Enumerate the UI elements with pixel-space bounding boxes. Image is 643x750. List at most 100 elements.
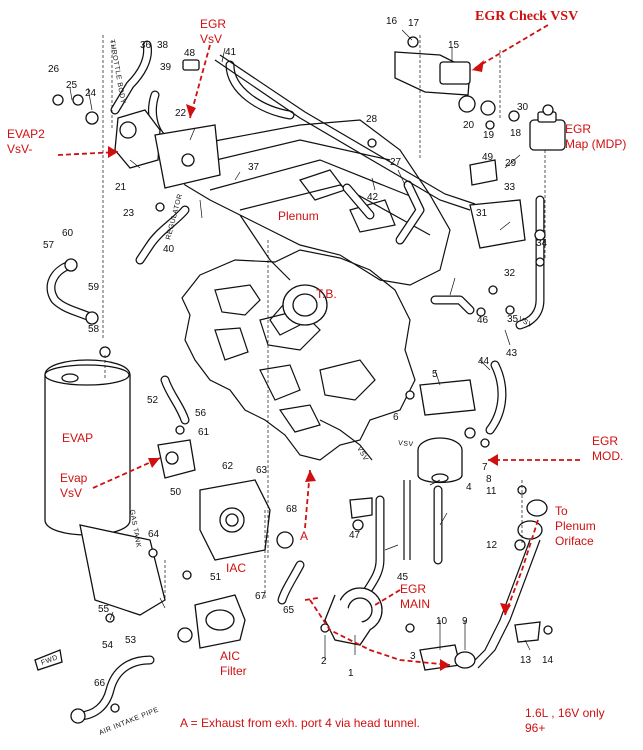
arrow-to-plenum <box>504 519 539 616</box>
egr-check-vsv-callout: EGR Check VSV <box>475 9 578 24</box>
part-number-55: 55 <box>98 604 110 615</box>
part-number-5: 5 <box>432 369 438 380</box>
arrowhead-egr-check <box>472 60 484 72</box>
arrowhead-evap-vsv <box>148 458 160 468</box>
part-number-66: 66 <box>94 678 106 689</box>
part-number-20: 20 <box>463 120 475 131</box>
arrowhead-plenum <box>500 603 511 615</box>
egr-main-callout: EGR MAIN <box>400 582 430 611</box>
part-number-16: 16 <box>386 16 398 27</box>
egr-vsv-callout: EGR VsV <box>200 17 229 46</box>
throttle-body-label: THROTTLE BODY <box>108 39 126 104</box>
engine-block <box>181 249 416 461</box>
part-number-12: 12 <box>486 540 498 551</box>
part-number-53: 53 <box>125 635 137 646</box>
part-number-43: 43 <box>506 348 518 359</box>
part-number-1: 1 <box>348 668 354 679</box>
part-number-68: 68 <box>286 504 298 515</box>
part-number-63: 63 <box>256 465 268 476</box>
leader-lines <box>69 29 546 660</box>
arrow-egr-vsv <box>189 44 211 119</box>
part-number-38: 38 <box>157 40 169 51</box>
part-number-19: 19 <box>483 130 495 141</box>
arrow-exhaust-route <box>309 599 451 666</box>
part-number-45: 45 <box>397 572 409 583</box>
throttle-body-tb <box>269 284 328 336</box>
evap-callout: EVAP <box>62 431 93 445</box>
part-number-48: 48 <box>184 48 196 59</box>
a-marker-callout: A <box>300 529 308 543</box>
footnote-callout: A = Exhaust from exh. port 4 via head tu… <box>180 716 420 730</box>
parts <box>44 36 566 724</box>
arrowhead-exhaust <box>440 659 450 671</box>
part-number-30: 30 <box>517 102 529 113</box>
part-number-65: 65 <box>283 605 295 616</box>
part-number-4: 4 <box>466 482 472 493</box>
part-number-62: 62 <box>222 461 234 472</box>
part-number-28: 28 <box>366 114 378 125</box>
part-number-37: 37 <box>248 162 260 173</box>
part-number-7: 7 <box>482 462 488 473</box>
part-number-11: 11 <box>486 486 497 497</box>
part-number-51: 51 <box>210 572 222 583</box>
part-number-60: 60 <box>62 228 74 239</box>
part-number-15: 15 <box>448 40 460 51</box>
part-number-22: 22 <box>175 108 187 119</box>
part-number-50: 50 <box>170 487 182 498</box>
part-number-46: 46 <box>477 315 489 326</box>
part-number-2: 2 <box>321 656 327 667</box>
egr-map-callout: EGR Map (MDP) <box>565 122 626 151</box>
part-number-67: 67 <box>255 591 267 602</box>
part-number-21: 21 <box>115 182 127 193</box>
aic-filter-callout: AIC Filter <box>220 649 247 678</box>
arrow-a-exhaust <box>304 597 319 601</box>
evap-vsv-callout: Evap VsV <box>60 471 91 500</box>
part-number-27: 27 <box>390 157 402 168</box>
part-number-42: 42 <box>367 192 379 203</box>
part-number-56: 56 <box>195 408 207 419</box>
part-number-54: 54 <box>102 640 114 651</box>
fwd-arrow-icon <box>34 649 63 671</box>
part-number-36: 36 <box>140 40 152 51</box>
part-number-17: 17 <box>408 18 420 29</box>
part-number-6: 6 <box>393 412 399 423</box>
part-number-26: 26 <box>48 64 60 75</box>
part-number-47: 47 <box>349 530 361 541</box>
vsv-label-b: VSV <box>398 440 414 448</box>
part-number-32: 32 <box>504 268 516 279</box>
red-callouts: EGR Check VSV EGR VsV EVAP2 VsV- EGR Map… <box>7 9 626 735</box>
callout-arrows <box>57 24 580 671</box>
part-number-23: 23 <box>123 208 135 219</box>
part-number-14: 14 <box>542 655 554 666</box>
arrowhead-egr-vsv <box>186 104 196 118</box>
version-callout: 1.6L , 16V only 96+ <box>525 706 608 735</box>
part-number-18: 18 <box>510 128 522 139</box>
part-number-57: 57 <box>43 240 55 251</box>
part-number-3: 3 <box>410 651 416 662</box>
part-number-34: 34 <box>536 238 548 249</box>
part-number-9: 9 <box>462 616 468 627</box>
part-number-64: 64 <box>148 529 160 540</box>
part-number-10: 10 <box>436 616 448 627</box>
egr-mod-callout: EGR MOD. <box>592 434 623 463</box>
iac-callout: IAC <box>226 561 246 575</box>
part-number-52: 52 <box>147 395 159 406</box>
part-number-58: 58 <box>88 324 100 335</box>
vacuum-hoses <box>46 40 545 721</box>
part-number-24: 24 <box>85 88 97 99</box>
arrowhead-evap2 <box>108 146 118 158</box>
part-number-49: 49 <box>482 152 494 163</box>
part-number-25: 25 <box>66 80 78 91</box>
arrowhead-a <box>305 470 316 482</box>
plenum-callout: Plenum <box>278 209 319 223</box>
vsv-label-c: VSV <box>355 446 369 463</box>
rigid-lines <box>214 54 476 560</box>
evap2-vsv-callout: EVAP2 VsV- <box>7 127 48 156</box>
part-number-13: 13 <box>520 655 532 666</box>
part-number-44: 44 <box>478 356 490 367</box>
arrowhead-egr-mod <box>488 454 498 466</box>
part-number-8: 8 <box>486 474 492 485</box>
